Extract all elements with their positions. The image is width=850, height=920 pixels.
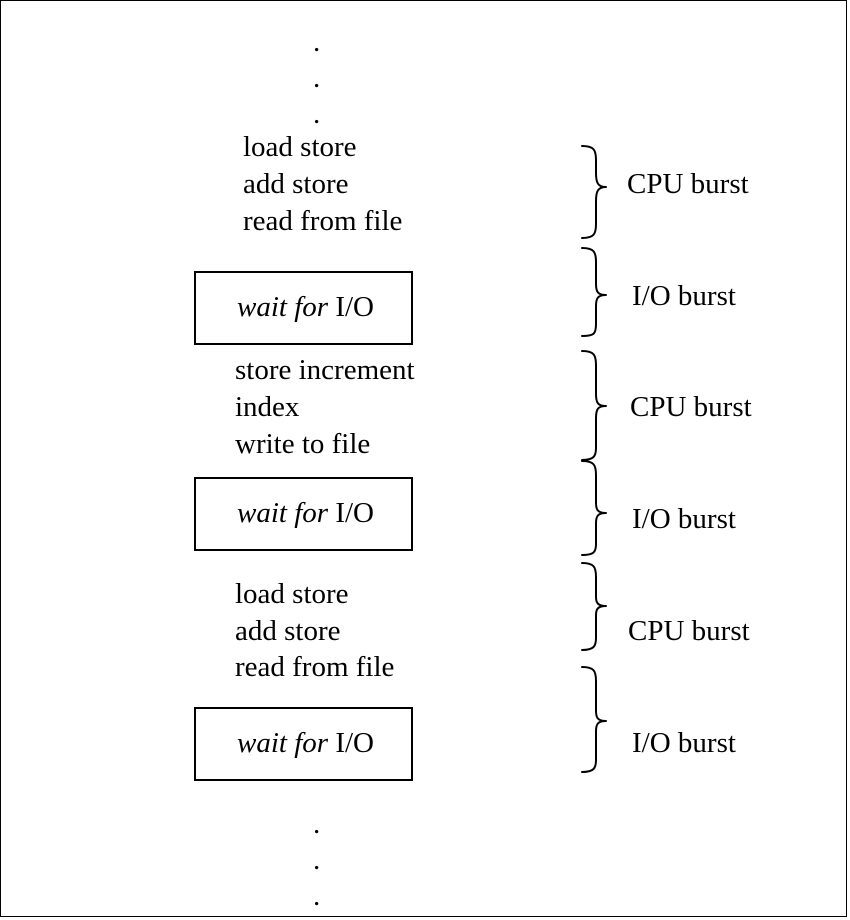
wait-for-italic: wait for [237,291,329,323]
instruction-line: add store [243,168,349,200]
io-burst-brace [581,460,607,556]
instruction-line: read from file [235,651,395,683]
instruction-line: index [235,391,300,423]
instruction-line: add store [235,615,341,647]
wait-for-io-box: wait for I/O [194,271,413,345]
cpu-burst-label: CPU burst [627,168,749,200]
ellipsis-dot-top-2: . [313,62,321,94]
io-burst-label: I/O burst [632,503,736,535]
wait-for-italic: wait for [237,727,329,759]
cpu-burst-brace [581,350,607,461]
cpu-burst-brace [581,562,607,651]
io-burst-brace [581,666,607,773]
instruction-line: load store [243,131,357,163]
cpu-burst-label: CPU burst [630,391,752,423]
wait-for-io-text: wait for I/O [237,499,374,528]
io-label: I/O [328,291,374,323]
io-label: I/O [328,727,374,759]
wait-for-io-box: wait for I/O [194,707,413,781]
wait-for-io-text: wait for I/O [237,293,374,322]
wait-for-io-text: wait for I/O [237,729,374,758]
wait-for-io-box: wait for I/O [194,477,413,551]
instruction-line: store increment [235,354,415,386]
io-burst-brace [581,247,607,337]
instruction-line: load store [235,578,349,610]
cpu-burst-label: CPU burst [628,615,750,647]
ellipsis-dot-top-3: . [313,98,321,130]
io-label: I/O [328,497,374,529]
ellipsis-dot-bottom-1: . [313,808,321,840]
wait-for-italic: wait for [237,497,329,529]
ellipsis-dot-bottom-2: . [313,844,321,876]
instruction-line: write to file [235,428,371,460]
cpu-burst-brace [581,145,607,239]
io-burst-label: I/O burst [632,727,736,759]
ellipsis-dot-top-1: . [313,26,321,58]
instruction-line: read from file [243,205,403,237]
io-burst-label: I/O burst [632,280,736,312]
ellipsis-dot-bottom-3: . [313,880,321,912]
